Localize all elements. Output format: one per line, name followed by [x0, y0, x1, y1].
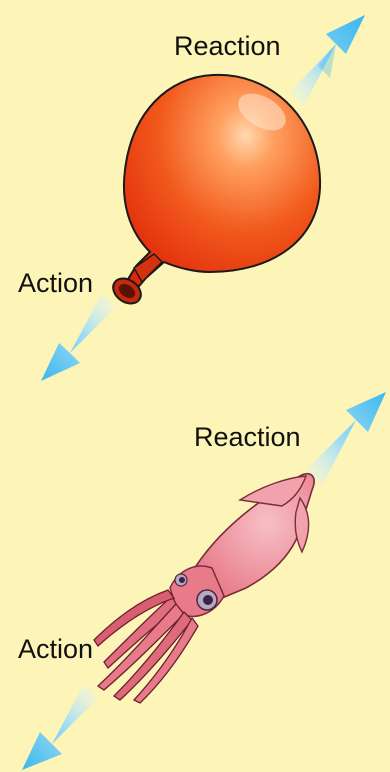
action-arrow-2 — [22, 684, 98, 770]
action-arrow-1 — [41, 293, 116, 381]
balloon-action-label: Action — [18, 270, 93, 297]
reaction-arrow-2 — [306, 392, 386, 486]
reaction-arrow-1 — [290, 15, 365, 106]
balloon-reaction-label: Reaction — [174, 33, 281, 60]
squid-icon — [94, 474, 314, 703]
balloon-icon — [108, 75, 320, 309]
squid-reaction-label: Reaction — [194, 424, 301, 451]
squid-action-label: Action — [18, 636, 93, 663]
